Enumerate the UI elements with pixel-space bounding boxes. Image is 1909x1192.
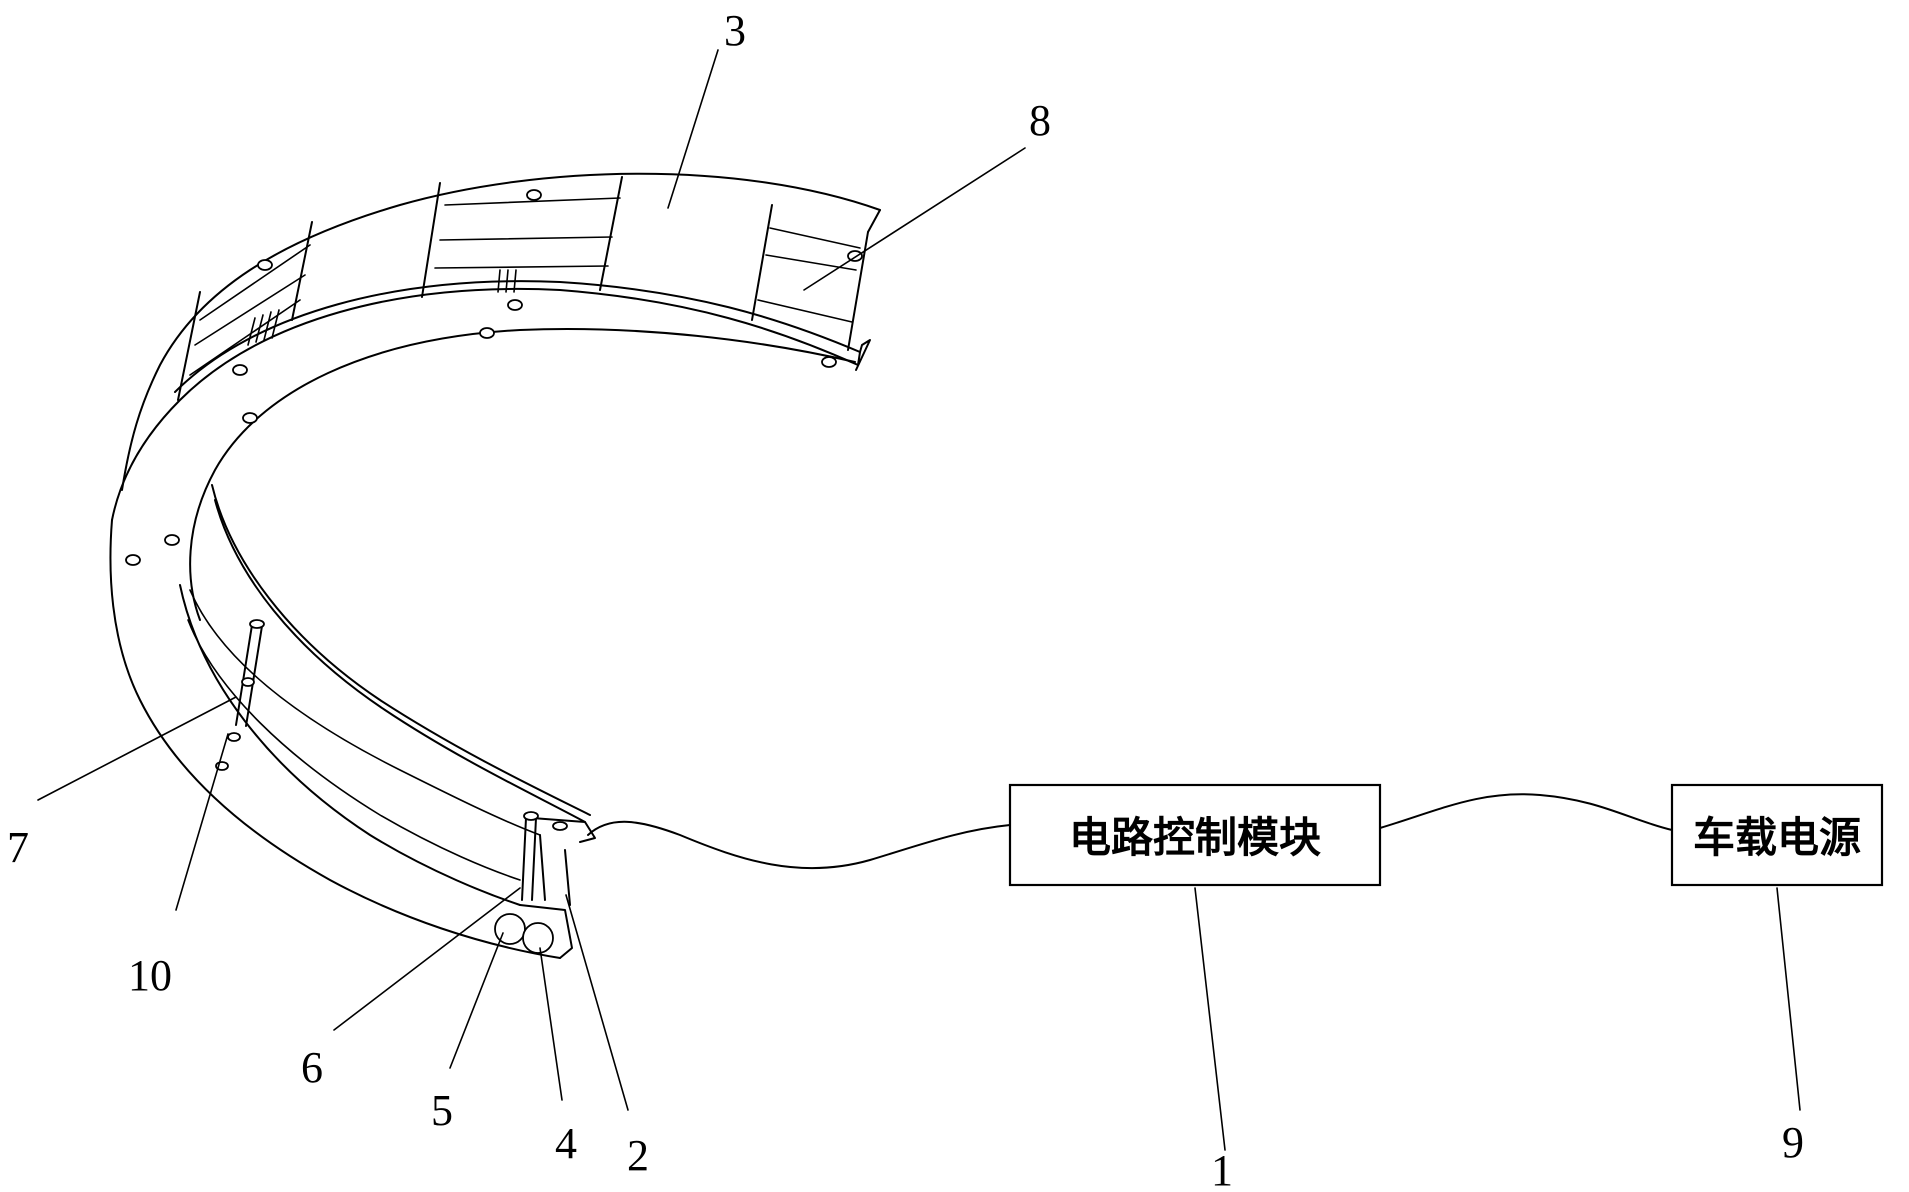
leader-4: [539, 947, 563, 1101]
panel-line-g: [199, 244, 311, 321]
hole: [164, 534, 180, 546]
circuit-module-box: [1008, 783, 1382, 887]
hatch-marks-1: [497, 269, 517, 293]
hole: [526, 189, 542, 201]
leader-2: [565, 894, 629, 1111]
panel-divider-1: [421, 182, 441, 298]
panel-line-a: [444, 197, 621, 206]
label-9: 9: [1782, 1118, 1804, 1167]
front-face-inner: [189, 328, 856, 621]
front-face-outer: [109, 519, 561, 959]
left-end-edge: [539, 834, 546, 901]
hole: [847, 250, 863, 262]
leader-1: [1194, 887, 1226, 1151]
hatch-marks-2: [247, 309, 280, 346]
reference-numerals: 3 8 7 10 6 5 4 2 1 9: [7, 6, 1804, 1192]
left-end-edge-2: [564, 849, 571, 906]
label-4: 4: [555, 1119, 577, 1168]
panel-line-b: [439, 236, 613, 241]
vehicle-power-supply: 车载电源: [1670, 783, 1884, 887]
upper-band-top-edge: [121, 172, 881, 491]
leader-9: [1776, 887, 1801, 1111]
hole: [479, 327, 495, 339]
pin-6-cap: [523, 811, 539, 821]
hole: [257, 259, 273, 271]
leader-6: [333, 887, 521, 1031]
lower-band-mid: [189, 589, 541, 836]
panel-line-f: [757, 299, 853, 323]
panel-divider-4: [751, 204, 773, 321]
hole: [241, 677, 255, 687]
pin-7: [235, 624, 263, 727]
panel-divider-6: [847, 231, 869, 351]
panel-line-i: [189, 299, 301, 376]
vehicle-power-box: [1670, 783, 1884, 887]
pin-6: [521, 817, 537, 901]
right-end-bottom: [855, 339, 871, 371]
lower-band-mid-2: [187, 619, 521, 881]
label-10: 10: [128, 951, 172, 1000]
label-5: 5: [431, 1086, 453, 1135]
leader-lines: [37, 49, 1801, 1151]
leader-5: [449, 932, 504, 1069]
panel-line-d: [769, 227, 861, 249]
roller-5: [494, 913, 526, 945]
right-end-top: [867, 209, 881, 233]
circuit-control-module: 电路控制模块: [1008, 783, 1382, 887]
hole: [232, 364, 248, 376]
panel-divider-3: [291, 221, 313, 321]
pin-7-cap: [249, 619, 265, 629]
left-end-plate: [519, 904, 573, 959]
label-1: 1: [1211, 1146, 1233, 1192]
leader-10: [175, 733, 229, 911]
panel-divider-5: [177, 291, 201, 401]
hole: [227, 732, 241, 742]
hole: [507, 299, 523, 311]
lower-band-bottom: [179, 584, 521, 906]
pin-cap-2: [552, 821, 568, 831]
wire-arc-to-module: [587, 820, 1011, 870]
label-7: 7: [7, 823, 29, 872]
leader-7: [37, 696, 237, 801]
vehicle-power-label: 车载电源: [1693, 813, 1861, 862]
upper-band-bottom-edge-2: [174, 280, 861, 393]
upper-band-bottom-edge: [111, 287, 859, 521]
leader-3: [667, 49, 719, 209]
panel-line-e: [765, 254, 857, 271]
lower-band-top-2: [214, 499, 586, 823]
hole: [242, 412, 258, 424]
leader-8: [803, 147, 1026, 291]
roller-4: [522, 922, 554, 954]
panel-line-h: [194, 274, 306, 346]
circuit-module-label: 电路控制模块: [1069, 813, 1321, 862]
lower-band-top: [211, 484, 591, 816]
arc-bracket: [109, 172, 881, 959]
label-6: 6: [301, 1043, 323, 1092]
panel-divider-2: [599, 176, 623, 291]
wire-module-to-power: [1379, 793, 1673, 831]
label-8: 8: [1029, 96, 1051, 145]
hole: [125, 554, 141, 566]
label-3: 3: [724, 6, 746, 55]
panel-line-c: [434, 265, 609, 269]
left-end-top: [531, 817, 596, 843]
label-2: 2: [627, 1131, 649, 1180]
hole: [821, 356, 837, 368]
